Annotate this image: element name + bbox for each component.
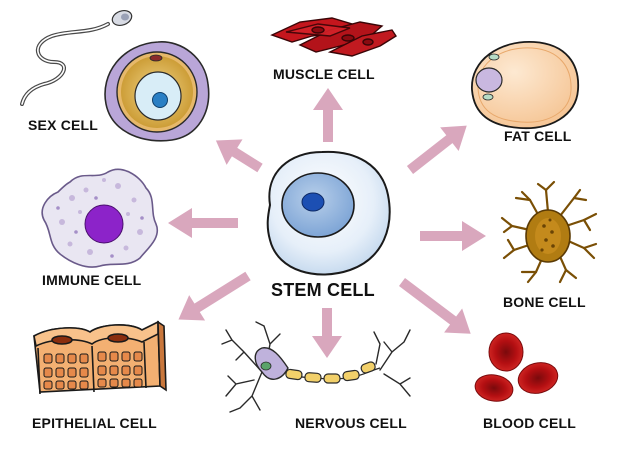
fat-cell-illustration <box>471 41 580 130</box>
arrow-to-blood-cell <box>398 278 471 334</box>
egg-cell-illustration <box>104 41 210 142</box>
stem-cell-illustration <box>266 150 391 276</box>
immune-cell-label: IMMUNE CELL <box>42 272 142 288</box>
nervous-cell-label: NERVOUS CELL <box>295 415 407 431</box>
stem-cell-label: STEM CELL <box>271 280 375 300</box>
bone-cell-label: BONE CELL <box>503 294 586 310</box>
arrow-to-muscle-cell <box>313 88 343 142</box>
immune-cell-illustration <box>41 168 159 268</box>
arrow-to-epithelial-cell <box>178 271 251 321</box>
arrow-to-nervous-cell <box>312 308 342 358</box>
blood-cell-illustration <box>474 332 559 402</box>
sperm-illustration <box>20 9 133 106</box>
muscle-cell-illustration <box>270 17 397 57</box>
sex-cell-label: SEX CELL <box>28 117 99 133</box>
bone-cell-illustration <box>500 180 598 284</box>
epithelial-cell-illustration <box>33 320 167 395</box>
arrow-to-immune-cell <box>168 208 238 238</box>
arrow-to-sex-cell <box>215 139 263 173</box>
arrows <box>168 88 486 358</box>
muscle-cell-label: MUSCLE CELL <box>273 66 375 82</box>
nervous-cell-illustration <box>221 321 411 413</box>
blood-cell-label: BLOOD CELL <box>483 415 576 431</box>
arrow-to-fat-cell <box>406 125 467 174</box>
sex-cell-illustration <box>20 9 210 142</box>
arrow-to-bone-cell <box>420 221 486 251</box>
epithelial-cell-label: EPITHELIAL CELL <box>32 415 157 431</box>
fat-cell-label: FAT CELL <box>504 128 572 144</box>
